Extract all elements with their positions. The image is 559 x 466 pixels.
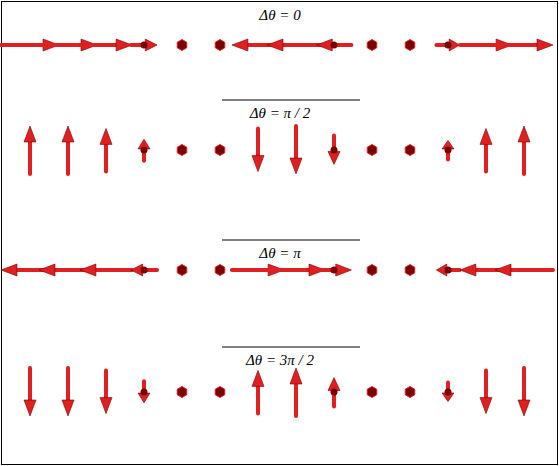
spin-head — [24, 400, 36, 416]
spin-shaft — [511, 268, 553, 272]
spin-head — [480, 398, 492, 414]
spin-base — [141, 42, 148, 49]
spin-dot — [405, 387, 415, 398]
spin-head — [460, 264, 476, 276]
phase-label: Δθ = 0 — [257, 7, 302, 24]
spin-shaft — [495, 43, 537, 47]
spin-base — [331, 42, 338, 49]
spin-shaft — [66, 368, 70, 400]
spin-shaft — [80, 43, 116, 47]
phase-label: Δθ = 3π / 2 — [244, 352, 316, 369]
spin-shaft — [256, 128, 260, 155]
spin-base — [445, 389, 452, 396]
spin-dot — [177, 40, 187, 51]
separator — [222, 100, 360, 101]
spin-shaft — [256, 386, 260, 413]
spin-base — [141, 267, 148, 274]
spin-dot — [177, 145, 187, 156]
spin-base — [141, 147, 148, 154]
spin-shaft — [1, 43, 43, 47]
spin-head — [252, 156, 264, 172]
spin-head — [480, 128, 492, 144]
spin-shaft — [39, 43, 81, 47]
spin-shaft — [96, 268, 132, 272]
spin-dot — [405, 145, 415, 156]
spin-dot — [367, 145, 377, 156]
spin-shaft — [28, 368, 32, 400]
spin-shaft — [267, 268, 309, 272]
separator — [222, 347, 360, 348]
phase-label: Δθ = π / 2 — [248, 105, 312, 122]
spin-head — [100, 398, 112, 414]
spin-shaft — [28, 142, 32, 174]
spin-shaft — [484, 144, 488, 171]
spin-dot — [405, 265, 415, 276]
spin-shaft — [460, 43, 496, 47]
spin-shaft — [484, 370, 488, 397]
spin-head — [24, 126, 36, 142]
spin-dot — [177, 265, 187, 276]
spin-dot — [215, 40, 225, 51]
spin-head — [39, 264, 55, 276]
spin-base — [141, 389, 148, 396]
spin-base — [331, 389, 338, 396]
spin-head — [1, 264, 17, 276]
spin-head — [252, 370, 264, 386]
spin-head — [62, 400, 74, 416]
spin-head — [290, 368, 302, 384]
spin-dot — [367, 40, 377, 51]
spin-dot — [367, 265, 377, 276]
spin-head — [100, 128, 112, 144]
spin-shaft — [522, 368, 526, 400]
separator — [222, 240, 360, 241]
spin-base — [331, 267, 338, 274]
spin-head — [537, 39, 553, 51]
spin-dot — [215, 265, 225, 276]
spin-head — [290, 158, 302, 174]
spin-base — [445, 147, 452, 154]
spin-base — [445, 267, 452, 274]
spin-dot — [215, 387, 225, 398]
spin-head — [495, 264, 511, 276]
spin-head — [62, 126, 74, 142]
spin-shaft — [104, 370, 108, 397]
spin-shaft — [66, 142, 70, 174]
spin-base — [331, 147, 338, 154]
spin-head — [80, 264, 96, 276]
spin-head — [267, 39, 283, 51]
spin-shaft — [294, 384, 298, 416]
spin-dot — [405, 40, 415, 51]
spin-head — [232, 39, 248, 51]
spin-dot — [367, 387, 377, 398]
spin-head — [518, 126, 530, 142]
spin-base — [445, 42, 452, 49]
spin-dot — [215, 145, 225, 156]
spin-shaft — [232, 268, 268, 272]
spin-head — [336, 264, 352, 276]
spin-shaft — [294, 126, 298, 158]
spin-head — [317, 39, 333, 51]
spin-shaft — [522, 142, 526, 174]
spin-dot — [177, 387, 187, 398]
spin-shaft — [104, 144, 108, 171]
spin-head — [518, 400, 530, 416]
phase-label: Δθ = π — [257, 245, 302, 262]
